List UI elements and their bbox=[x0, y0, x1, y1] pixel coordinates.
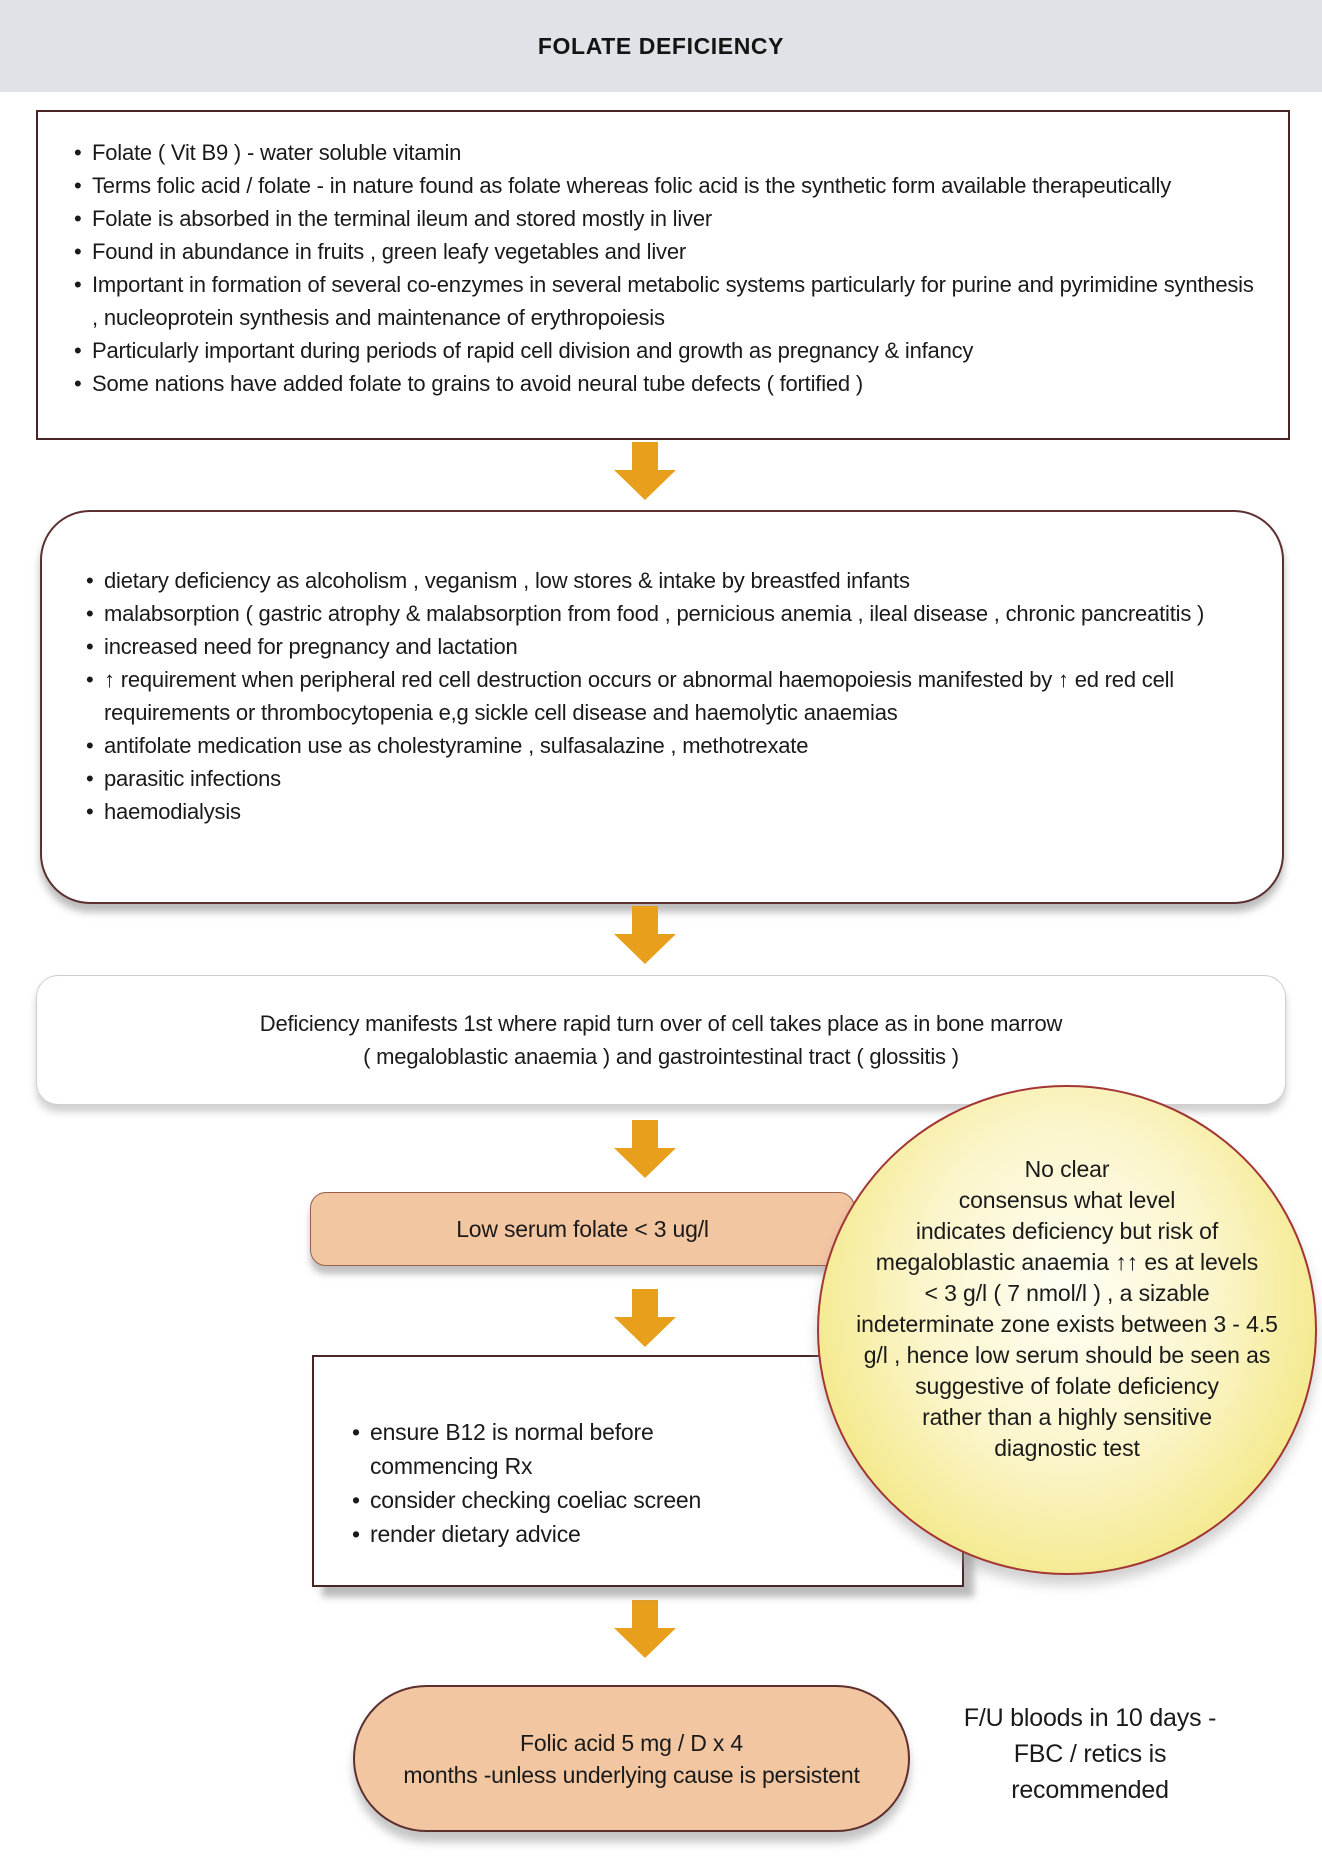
treatment-pill: Folic acid 5 mg / D x 4 months -unless u… bbox=[353, 1685, 910, 1832]
list-item: Terms folic acid / folate - in nature fo… bbox=[70, 169, 1262, 202]
page-title: FOLATE DEFICIENCY bbox=[537, 32, 785, 59]
intro-facts-list: Folate ( Vit B9 ) - water soluble vitami… bbox=[70, 136, 1262, 400]
header-band: FOLATE DEFICIENCY bbox=[0, 0, 1322, 92]
list-item: consider checking coeliac screen bbox=[348, 1483, 944, 1517]
management-list: ensure B12 is normal before commencing R… bbox=[348, 1415, 944, 1551]
list-item: haemodialysis bbox=[82, 795, 1252, 828]
list-item: Folate ( Vit B9 ) - water soluble vitami… bbox=[70, 136, 1262, 169]
list-item: increased need for pregnancy and lactati… bbox=[82, 630, 1252, 663]
list-item: dietary deficiency as alcoholism , vegan… bbox=[82, 564, 1252, 597]
list-item: parasitic infections bbox=[82, 762, 1252, 795]
list-item: Particularly important during periods of… bbox=[70, 334, 1262, 367]
down-arrow-icon bbox=[613, 906, 677, 964]
list-item: Found in abundance in fruits , green lea… bbox=[70, 235, 1262, 268]
down-arrow-icon bbox=[613, 1120, 677, 1178]
manifestation-box: Deficiency manifests 1st where rapid tur… bbox=[36, 975, 1286, 1105]
list-item: ↑ requirement when peripheral red cell d… bbox=[82, 663, 1252, 729]
list-item: Folate is absorbed in the terminal ileum… bbox=[70, 202, 1262, 235]
followup-note: F/U bloods in 10 days - FBC / retics is … bbox=[963, 1704, 1217, 1804]
consensus-note-text: No clear consensus what level indicates … bbox=[856, 1156, 1278, 1461]
causes-box: dietary deficiency as alcoholism , vegan… bbox=[40, 510, 1284, 904]
low-serum-folate-box: Low serum folate < 3 ug/l bbox=[310, 1192, 855, 1266]
treatment-text: Folic acid 5 mg / D x 4 months -unless u… bbox=[403, 1729, 860, 1788]
down-arrow-icon bbox=[613, 1289, 677, 1347]
list-item: ensure B12 is normal before commencing R… bbox=[348, 1415, 944, 1483]
low-serum-label: Low serum folate < 3 ug/l bbox=[456, 1215, 709, 1242]
list-item: Some nations have added folate to grains… bbox=[70, 367, 1262, 400]
intro-facts-box: Folate ( Vit B9 ) - water soluble vitami… bbox=[36, 110, 1290, 440]
down-arrow-icon bbox=[613, 1600, 677, 1658]
list-item: malabsorption ( gastric atrophy & malabs… bbox=[82, 597, 1252, 630]
down-arrow-icon bbox=[613, 442, 677, 500]
list-item: render dietary advice bbox=[348, 1517, 944, 1551]
manifestation-text: Deficiency manifests 1st where rapid tur… bbox=[259, 1011, 1063, 1069]
consensus-note-circle: No clear consensus what level indicates … bbox=[817, 1085, 1317, 1575]
causes-list: dietary deficiency as alcoholism , vegan… bbox=[82, 564, 1252, 828]
list-item: antifolate medication use as cholestyram… bbox=[82, 729, 1252, 762]
list-item: Important in formation of several co-enz… bbox=[70, 268, 1262, 334]
